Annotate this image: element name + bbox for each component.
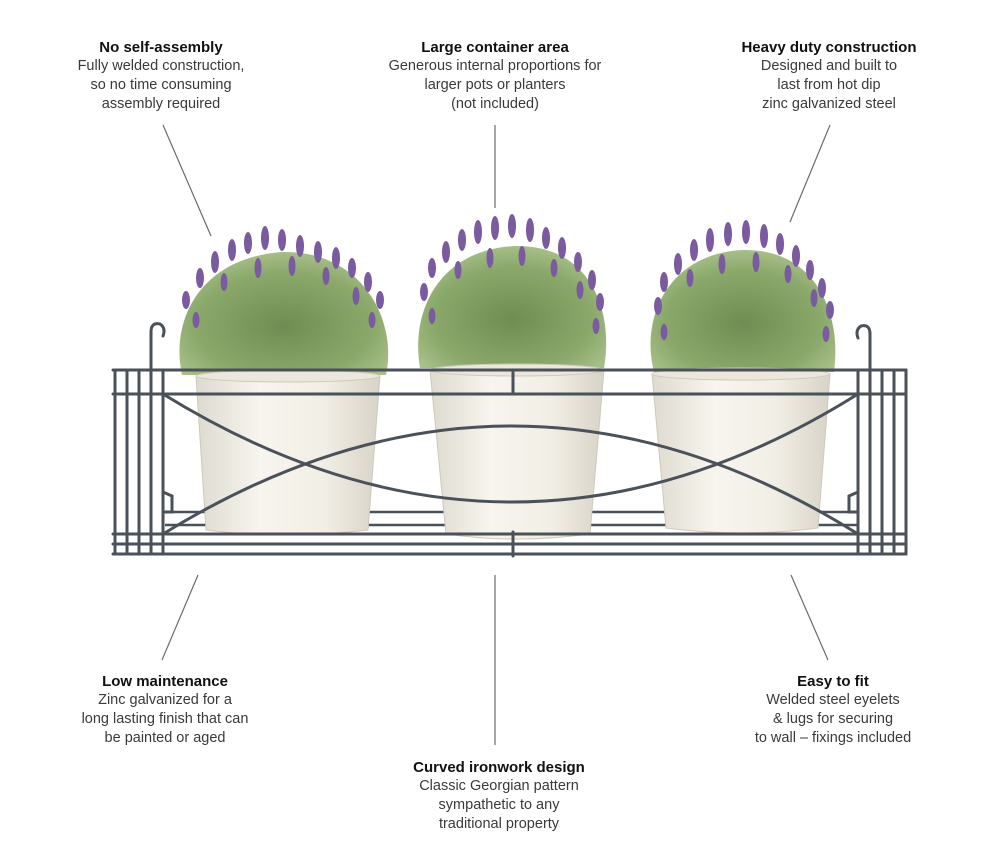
pot — [195, 375, 381, 536]
callout-line: Designed and built to — [760, 58, 898, 74]
leader-line-heavy-duty — [789, 124, 831, 223]
callout-title: Heavy duty construction — [741, 39, 917, 56]
callout-line: Zinc galvanized for a — [98, 692, 232, 708]
callout-line: to wall – fixings included — [754, 730, 912, 746]
wall-eyelet-left — [149, 322, 166, 372]
callout-line: & lugs for securing — [772, 711, 894, 727]
foliage — [418, 245, 607, 368]
callout-line: last from hot dip — [777, 77, 881, 93]
wall-eyelet-right — [855, 324, 872, 372]
callout-line: traditional property — [438, 816, 560, 832]
wall-lug-left — [161, 490, 174, 514]
window-box-ironwork — [111, 322, 908, 558]
leader-line-no-self-assembly — [162, 124, 212, 237]
lavender-flowers — [420, 214, 604, 334]
callout-line: zinc galvanized steel — [762, 96, 896, 112]
lavender-plant-right — [650, 220, 836, 534]
callout-title: Large container area — [421, 39, 569, 56]
callout-title: Easy to fit — [797, 673, 869, 690]
callout-title: Curved ironwork design — [413, 759, 585, 776]
leader-line-low-maintenance — [161, 574, 199, 661]
foliage — [179, 251, 389, 375]
lavender-plant-left — [179, 226, 389, 536]
callout-heavy-duty-construction: Heavy duty construction Designed and bui… — [679, 38, 979, 114]
callout-line: sympathetic to any — [438, 797, 560, 813]
callout-low-maintenance: Low maintenance Zinc galvanized for a lo… — [15, 672, 315, 748]
leader-line-easy-fit — [790, 574, 829, 661]
lavender-flowers — [182, 226, 384, 328]
callout-line: so no time consuming — [90, 77, 232, 93]
callout-line: assembly required — [101, 96, 221, 112]
callout-title: No self-assembly — [99, 39, 223, 56]
callout-line: Classic Georgian pattern — [419, 778, 579, 794]
callout-line: larger pots or planters — [424, 77, 566, 93]
callout-line: Fully welded construction, — [77, 58, 245, 74]
callout-line: Welded steel eyelets — [766, 692, 900, 708]
callout-curved-ironwork-design: Curved ironwork design Classic Georgian … — [349, 758, 649, 834]
wall-lug-right — [847, 490, 860, 514]
callout-no-self-assembly: No self-assembly Fully welded constructi… — [11, 38, 311, 114]
callout-easy-to-fit: Easy to fit Welded steel eyelets & lugs … — [683, 672, 983, 748]
callout-line: Generous internal proportions for — [388, 58, 602, 74]
leader-lines — [161, 124, 831, 745]
callout-large-container-area: Large container area Generous internal p… — [345, 38, 645, 114]
callout-line: long lasting finish that can — [81, 711, 249, 727]
pot-rim — [195, 369, 381, 383]
callout-line: be painted or aged — [104, 730, 226, 746]
lavender-flowers — [654, 220, 834, 342]
callout-title: Low maintenance — [102, 673, 228, 690]
callout-line: (not included) — [451, 96, 539, 112]
